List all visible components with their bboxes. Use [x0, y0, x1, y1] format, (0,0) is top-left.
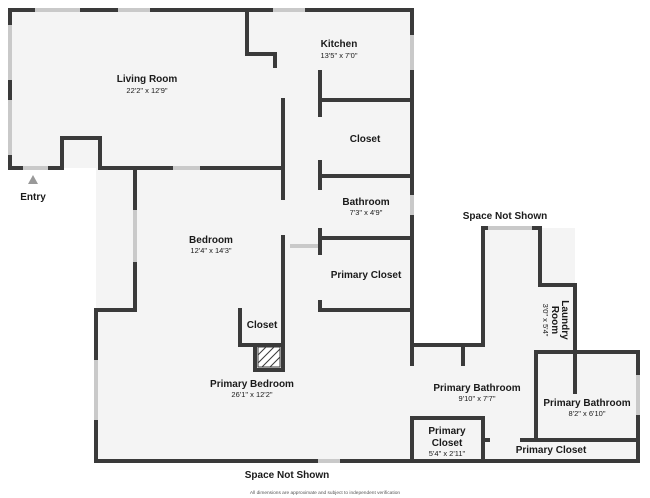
primary-bathroom-center-dims: 9'10" x 7'7": [459, 394, 496, 403]
bedroom-dims: 12'4" x 14'3": [190, 246, 231, 255]
primary-bedroom-dims: 26'1" x 12'2": [231, 390, 272, 399]
wall-living-kitchen: [245, 8, 277, 68]
floor-bedroom: [135, 168, 285, 310]
bathroom-dims: 7'3" x 4'9": [350, 208, 383, 217]
entry-arrow-icon: [28, 175, 38, 184]
wall-lower-closet-2: [253, 343, 285, 372]
bedroom-label: Bedroom: [189, 235, 233, 246]
space-not-shown-top-label: Space Not Shown: [463, 211, 547, 222]
wall-closet-small-top: [410, 416, 485, 463]
floor-main: [10, 10, 412, 310]
living-room-label: Living Room: [117, 74, 178, 85]
laundry-room-label-group: Laundry Room 3'0" x 5'4": [541, 300, 570, 340]
disclaimer-text: All dimensions are approximate and subje…: [250, 490, 400, 496]
laundry-room-dims: 3'0" x 5'4": [541, 304, 550, 337]
primary-closet-mid-label: Primary Closet: [331, 270, 402, 281]
openings: [280, 117, 520, 443]
kitchen-dims: 13'5" x 7'0": [321, 51, 358, 60]
entry-label: Entry: [20, 192, 46, 203]
primary-bathroom-center-label: Primary Bathroom: [433, 383, 520, 394]
windows: [8, 8, 640, 463]
primary-closet-small-label-1: Primary: [428, 426, 466, 437]
laundry-room-label-1: Laundry: [559, 300, 570, 340]
closet-upper-label: Closet: [350, 134, 381, 145]
space-not-shown-bottom-label: Space Not Shown: [245, 470, 329, 481]
hatched-column: [257, 346, 281, 368]
primary-closet-small-label-2: Closet: [432, 438, 463, 449]
floor-laundry: [483, 228, 575, 350]
primary-bathroom-right-dims: 8'2" x 6'10": [569, 409, 606, 418]
primary-bedroom-label: Primary Bedroom: [210, 379, 294, 390]
laundry-room-label-2: Room: [549, 306, 560, 334]
living-room-dims: 22'2" x 12'9": [126, 86, 167, 95]
primary-closet-small-dims: 5'4" x 2'11": [429, 449, 466, 458]
bathroom-label: Bathroom: [342, 197, 389, 208]
primary-closet-bottom-label: Primary Closet: [516, 445, 587, 456]
kitchen-label: Kitchen: [321, 39, 358, 50]
floor-areas: [10, 10, 638, 461]
wall-entry-step: [60, 136, 137, 170]
wall-lower-closet: [238, 308, 285, 347]
primary-bathroom-right-label: Primary Bathroom: [543, 398, 630, 409]
closet-lower-label: Closet: [247, 320, 278, 331]
wall-bath-top: [410, 226, 577, 354]
